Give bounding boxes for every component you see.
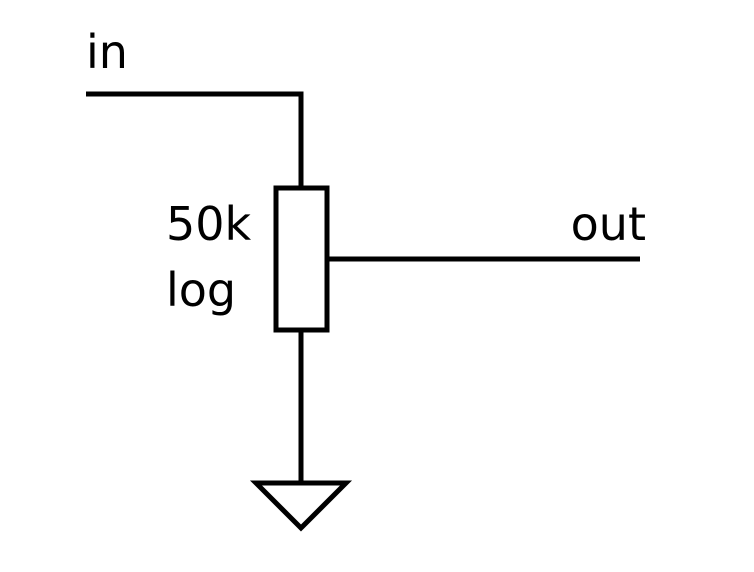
input-wire: [86, 91, 304, 188]
ground-symbol-icon: [249, 480, 353, 532]
potentiometer-body: [273, 185, 330, 333]
input-label: in: [86, 25, 128, 79]
taper-label: log: [166, 263, 236, 317]
resistance-value-label: 50k: [166, 197, 252, 251]
output-label: out: [571, 197, 646, 251]
